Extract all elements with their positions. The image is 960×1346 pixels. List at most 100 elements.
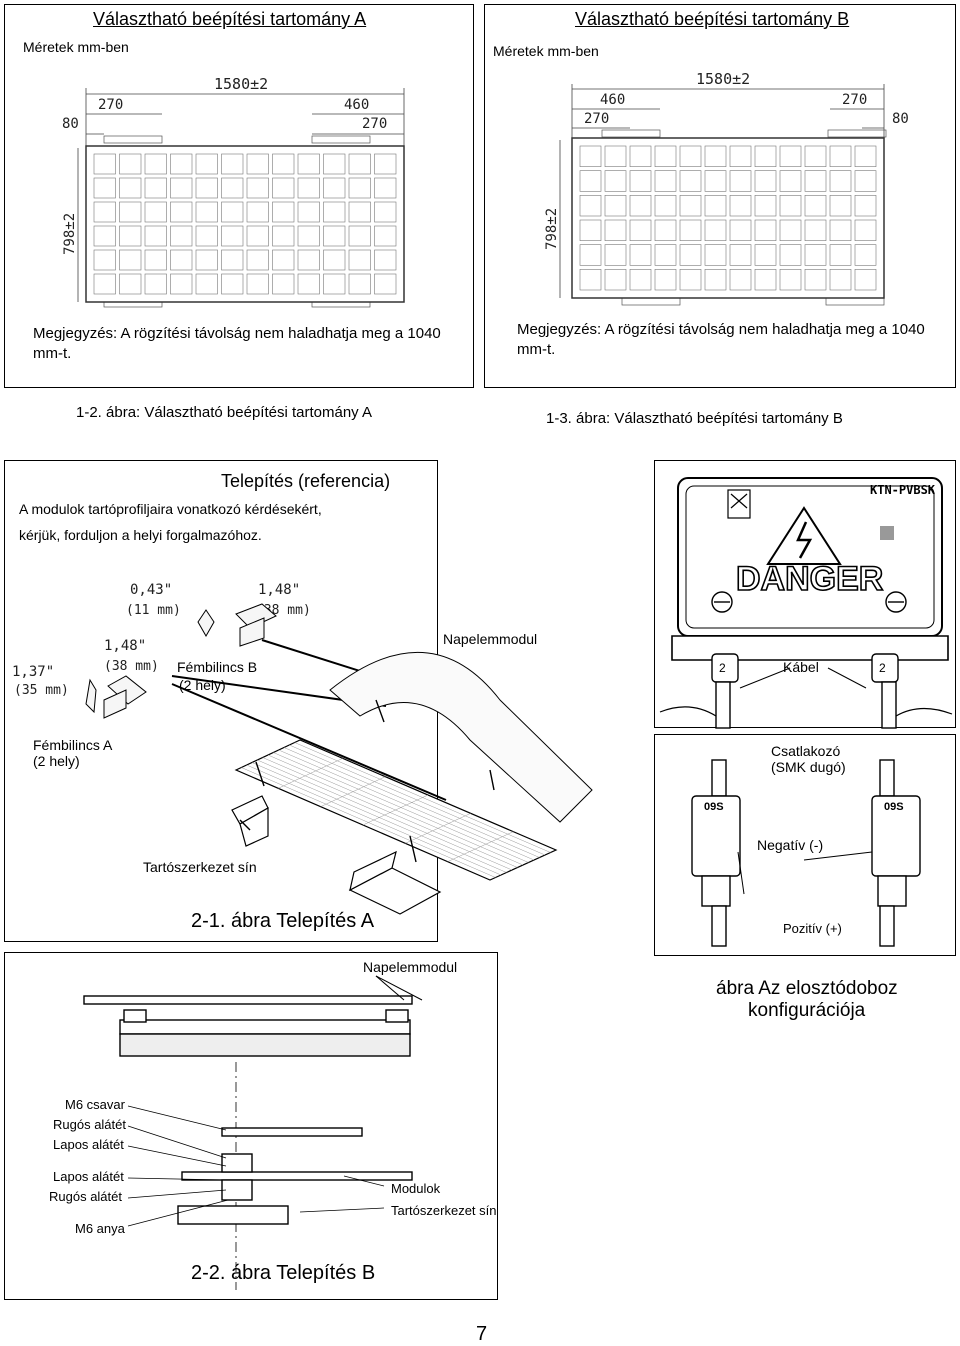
cell	[704, 170, 727, 192]
cell	[704, 219, 727, 241]
cell-line	[320, 776, 386, 807]
junction-caption-1: ábra Az elosztódoboz	[716, 978, 898, 999]
cell	[679, 219, 702, 241]
svg-text:2: 2	[879, 661, 886, 675]
cell	[374, 225, 397, 247]
cell	[804, 170, 827, 192]
cell	[729, 145, 752, 167]
cell	[348, 249, 371, 271]
cell	[246, 249, 269, 271]
cell	[729, 195, 752, 217]
range-a-note-line1: Megjegyzés: A rögzítési távolság nem hal…	[33, 325, 441, 342]
cell	[144, 153, 167, 175]
clamp-b-label-1: Fémbilincs B	[177, 659, 258, 675]
cell	[604, 170, 627, 192]
cell-line	[278, 758, 343, 789]
range-a-caption: 1-2. ábra: Választható beépítési tartomá…	[76, 404, 373, 421]
cell	[854, 219, 877, 241]
cell	[704, 195, 727, 217]
range-a-dim-460: 460	[344, 97, 369, 113]
install-a-caption: 2-1. ábra Telepítés A	[191, 910, 375, 932]
cell	[604, 219, 627, 241]
cell	[779, 244, 802, 266]
cell	[144, 201, 167, 223]
cell	[144, 177, 167, 199]
cell	[579, 244, 602, 266]
cell	[93, 225, 116, 247]
cell	[729, 219, 752, 241]
cell	[779, 219, 802, 241]
cell	[729, 244, 752, 266]
cell	[854, 269, 877, 291]
range-b-title: Választható beépítési tartomány B	[575, 9, 850, 29]
cell	[348, 273, 371, 295]
connector-label-2: (SMK dugó)	[771, 759, 846, 775]
cell	[119, 177, 142, 199]
connector-label-1: Csatlakozó	[771, 743, 841, 759]
svg-text:09S: 09S	[884, 801, 904, 813]
cell	[854, 244, 877, 266]
cell	[170, 153, 193, 175]
label-m6-bolt: M6 csavar	[65, 1097, 125, 1112]
cell	[195, 153, 218, 175]
cell	[754, 219, 777, 241]
cell	[679, 244, 702, 266]
cell	[119, 273, 142, 295]
cell	[579, 170, 602, 192]
range-a-dim-height: 798±2	[62, 213, 78, 255]
cell	[119, 225, 142, 247]
install-a-drawing: 0,43" (11 mm) 1,48" (38 mm) 1,48" (38 mm…	[12, 582, 593, 915]
cell	[704, 145, 727, 167]
junction-drawing: KTN-PVBSK DANGER 2 2	[659, 477, 953, 729]
dim-148-top: 1,48"	[258, 582, 300, 598]
range-a-dim-80: 80	[62, 116, 79, 132]
cell	[654, 269, 677, 291]
connector-panel: Csatlakozó (SMK dugó) Negatív (-) Pozití…	[654, 734, 956, 956]
cell	[297, 273, 320, 295]
brand-label: KTN-PVBSK	[870, 483, 936, 497]
cell	[629, 269, 652, 291]
range-b-panel: Választható beépítési tartomány B Mérete…	[484, 4, 956, 388]
cell	[323, 177, 346, 199]
cell	[629, 219, 652, 241]
cell	[195, 201, 218, 223]
range-a-units: Méretek mm-ben	[23, 39, 129, 55]
panel-label-b: Napelemmodul	[363, 959, 458, 975]
cell	[297, 249, 320, 271]
install-title: Telepítés (referencia)	[221, 471, 391, 491]
dim-11mm: (11 mm)	[126, 603, 181, 618]
cell	[804, 145, 827, 167]
cell	[323, 153, 346, 175]
cell-line	[405, 813, 471, 844]
cell	[374, 177, 397, 199]
cell	[297, 177, 320, 199]
cell	[579, 195, 602, 217]
cell	[272, 249, 295, 271]
high-voltage-icon	[766, 506, 842, 565]
cell	[754, 244, 777, 266]
cell	[629, 244, 652, 266]
cell	[221, 201, 244, 223]
cell	[854, 145, 877, 167]
cell	[829, 269, 852, 291]
cell-line	[362, 794, 429, 826]
cell	[374, 201, 397, 223]
positive-label: Pozitív (+)	[783, 921, 842, 936]
cell	[221, 177, 244, 199]
cell	[221, 225, 244, 247]
cell	[246, 153, 269, 175]
range-b-dim-270-left: 270	[584, 111, 609, 127]
cell	[679, 170, 702, 192]
cell	[654, 219, 677, 241]
label-flat-washer-2: Lapos alátét	[53, 1169, 124, 1184]
cell	[729, 170, 752, 192]
cell	[804, 269, 827, 291]
cell	[754, 195, 777, 217]
cell	[195, 273, 218, 295]
label-rail: Tartószerkezet sín	[391, 1203, 497, 1218]
cell	[272, 225, 295, 247]
panel-label-a: Napelemmodul	[443, 631, 538, 647]
cell	[629, 145, 652, 167]
cell	[323, 201, 346, 223]
cell	[195, 225, 218, 247]
